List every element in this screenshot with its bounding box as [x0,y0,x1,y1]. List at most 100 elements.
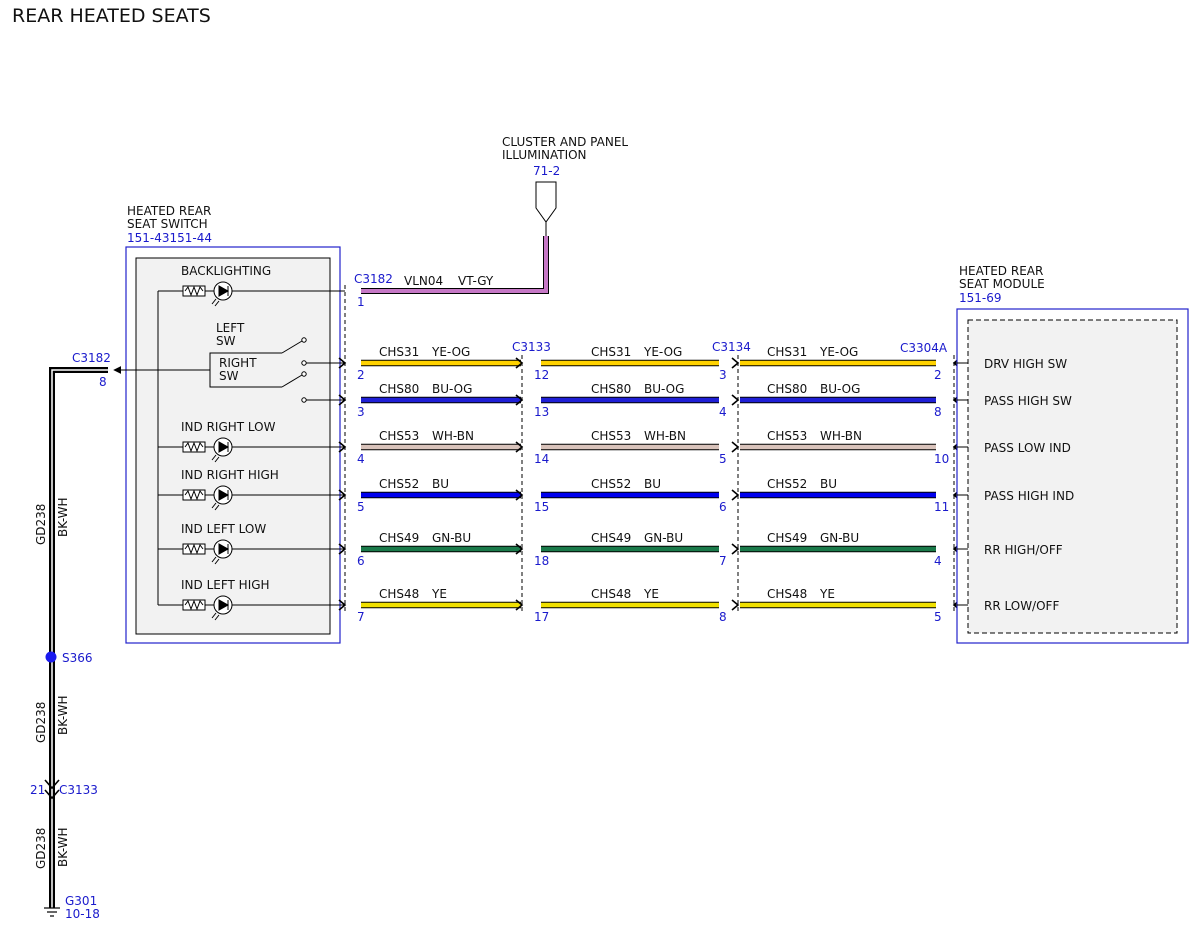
connector-arrow-icon [731,543,740,555]
module-inner-box [967,319,1178,634]
illumination-label-1: CLUSTER AND PANEL [502,135,628,149]
pin-number: 7 [357,610,365,624]
wire-circuit-label: CHS53 [767,429,807,443]
pin-number: 2 [934,368,942,382]
connector-arrow-icon [515,489,524,501]
wire-circuit-label: CHS49 [591,531,631,545]
connector-arrow-icon [338,599,347,611]
connector-arrow-icon [515,599,524,611]
pin-number: 11 [934,500,949,514]
right-sw-label-2: SW [219,369,239,383]
wire-color-label: YE [643,587,659,601]
page-title: REAR HEATED SEATS [12,5,211,27]
pin-number: 5 [934,610,942,624]
ground-connector-bottom-chevron [44,789,60,800]
backlight-color: VT-GY [458,274,494,288]
wire-circuit-label: CHS49 [379,531,419,545]
switch-label-1: HEATED REAR [127,204,211,218]
right-switch-blade [281,374,303,388]
c3134-label[interactable]: C3134 [712,340,751,354]
module-ref[interactable]: 151-69 [959,291,1002,305]
wire-color-label: BU [820,477,837,491]
connector-arrow-icon [338,357,347,369]
wire-circuit-label: CHS80 [379,382,419,396]
pin-number: 8 [719,610,727,624]
indicator-label: IND RIGHT LOW [181,420,276,434]
pin-number: 10 [934,452,949,466]
module-pin-label: RR HIGH/OFF [984,543,1063,557]
wire-color-label: YE [431,587,447,601]
pin-number: 15 [534,500,549,514]
connector-arrow-icon [338,441,347,453]
illumination-connector-icon [535,181,557,223]
connector-arrow-icon [731,357,740,369]
indicator-label: IND RIGHT HIGH [181,468,279,482]
ground-wire [49,367,108,908]
ground-id[interactable]: G301 [65,894,97,908]
wire-color-label: YE-OG [431,345,470,359]
wire-color-label: YE-OG [819,345,858,359]
pin-number: 8 [934,405,942,419]
indicator-label: IND LEFT HIGH [181,578,270,592]
pin-number: 12 [534,368,549,382]
wire-color-label: GN-BU [432,531,471,545]
wire-circuit-label: CHS80 [591,382,631,396]
wire-circuit-label: CHS48 [767,587,807,601]
ground-circuit-label: GD238 [34,828,48,869]
right-sw-label-1: RIGHT [219,356,257,370]
ground-pin: 8 [99,375,107,389]
wire-circuit-label: CHS80 [767,382,807,396]
connector-arrow-icon [731,441,740,453]
splice-label[interactable]: S366 [62,651,93,665]
ground-c3133-label[interactable]: C3133 [59,783,98,797]
wire-color-label: GN-BU [644,531,683,545]
pin-number: 4 [934,554,942,568]
c3304a-label[interactable]: C3304A [900,341,948,355]
switch-inner-box [135,257,331,635]
ground-color-label: BK-WH [56,497,70,537]
connector-arrow-icon [338,489,347,501]
pin-number: 17 [534,610,549,624]
indicator-led-icon [158,485,345,511]
ground-color-label: BK-WH [56,827,70,867]
pin-number: 6 [719,500,727,514]
ground-color-label: BK-WH [56,695,70,735]
wire-circuit-label: CHS53 [379,429,419,443]
wire-color-label: BU-OG [644,382,684,396]
pin-number: 18 [534,554,549,568]
indicator-led-icon [158,539,345,565]
c3133-label[interactable]: C3133 [512,340,551,354]
module-label-2: SEAT MODULE [959,277,1045,291]
indicator-led-icon [158,595,345,621]
ground-connector-top-chevron [44,779,60,790]
pin-number: 4 [719,405,727,419]
switch-ref[interactable]: 151-43151-44 [127,231,212,245]
module-pin-label: RR LOW/OFF [984,599,1059,613]
c3182-label[interactable]: C3182 [354,272,393,286]
illumination-ref[interactable]: 71-2 [533,164,560,178]
connector-arrow-icon [731,394,740,406]
wire-color-label: WH-BN [820,429,862,443]
wire-color-label: BU-OG [820,382,860,396]
left-sw-label-1: LEFT [216,321,245,335]
wire-color-label: BU-OG [432,382,472,396]
wire-circuit-label: CHS31 [591,345,631,359]
module-pin-label: PASS LOW IND [984,441,1071,455]
pin-number: 13 [534,405,549,419]
pin-number: 5 [719,452,727,466]
wire-color-label: BU [644,477,661,491]
wire-color-label: YE [819,587,835,601]
backlighting-label: BACKLIGHTING [181,264,271,278]
illumination-label-2: ILLUMINATION [502,148,587,162]
module-label-1: HEATED REAR [959,264,1043,278]
connector-arrow-icon [338,394,347,406]
wire-color-label: YE-OG [643,345,682,359]
pin-number: 7 [719,554,727,568]
ground-c3182-label[interactable]: C3182 [72,351,111,365]
wire-color-label: WH-BN [644,429,686,443]
wire-circuit-label: CHS48 [591,587,631,601]
ground-circuit-label: GD238 [34,504,48,545]
pin-number: 3 [719,368,727,382]
pin-number: 5 [357,500,365,514]
connector-arrow-icon [515,441,524,453]
